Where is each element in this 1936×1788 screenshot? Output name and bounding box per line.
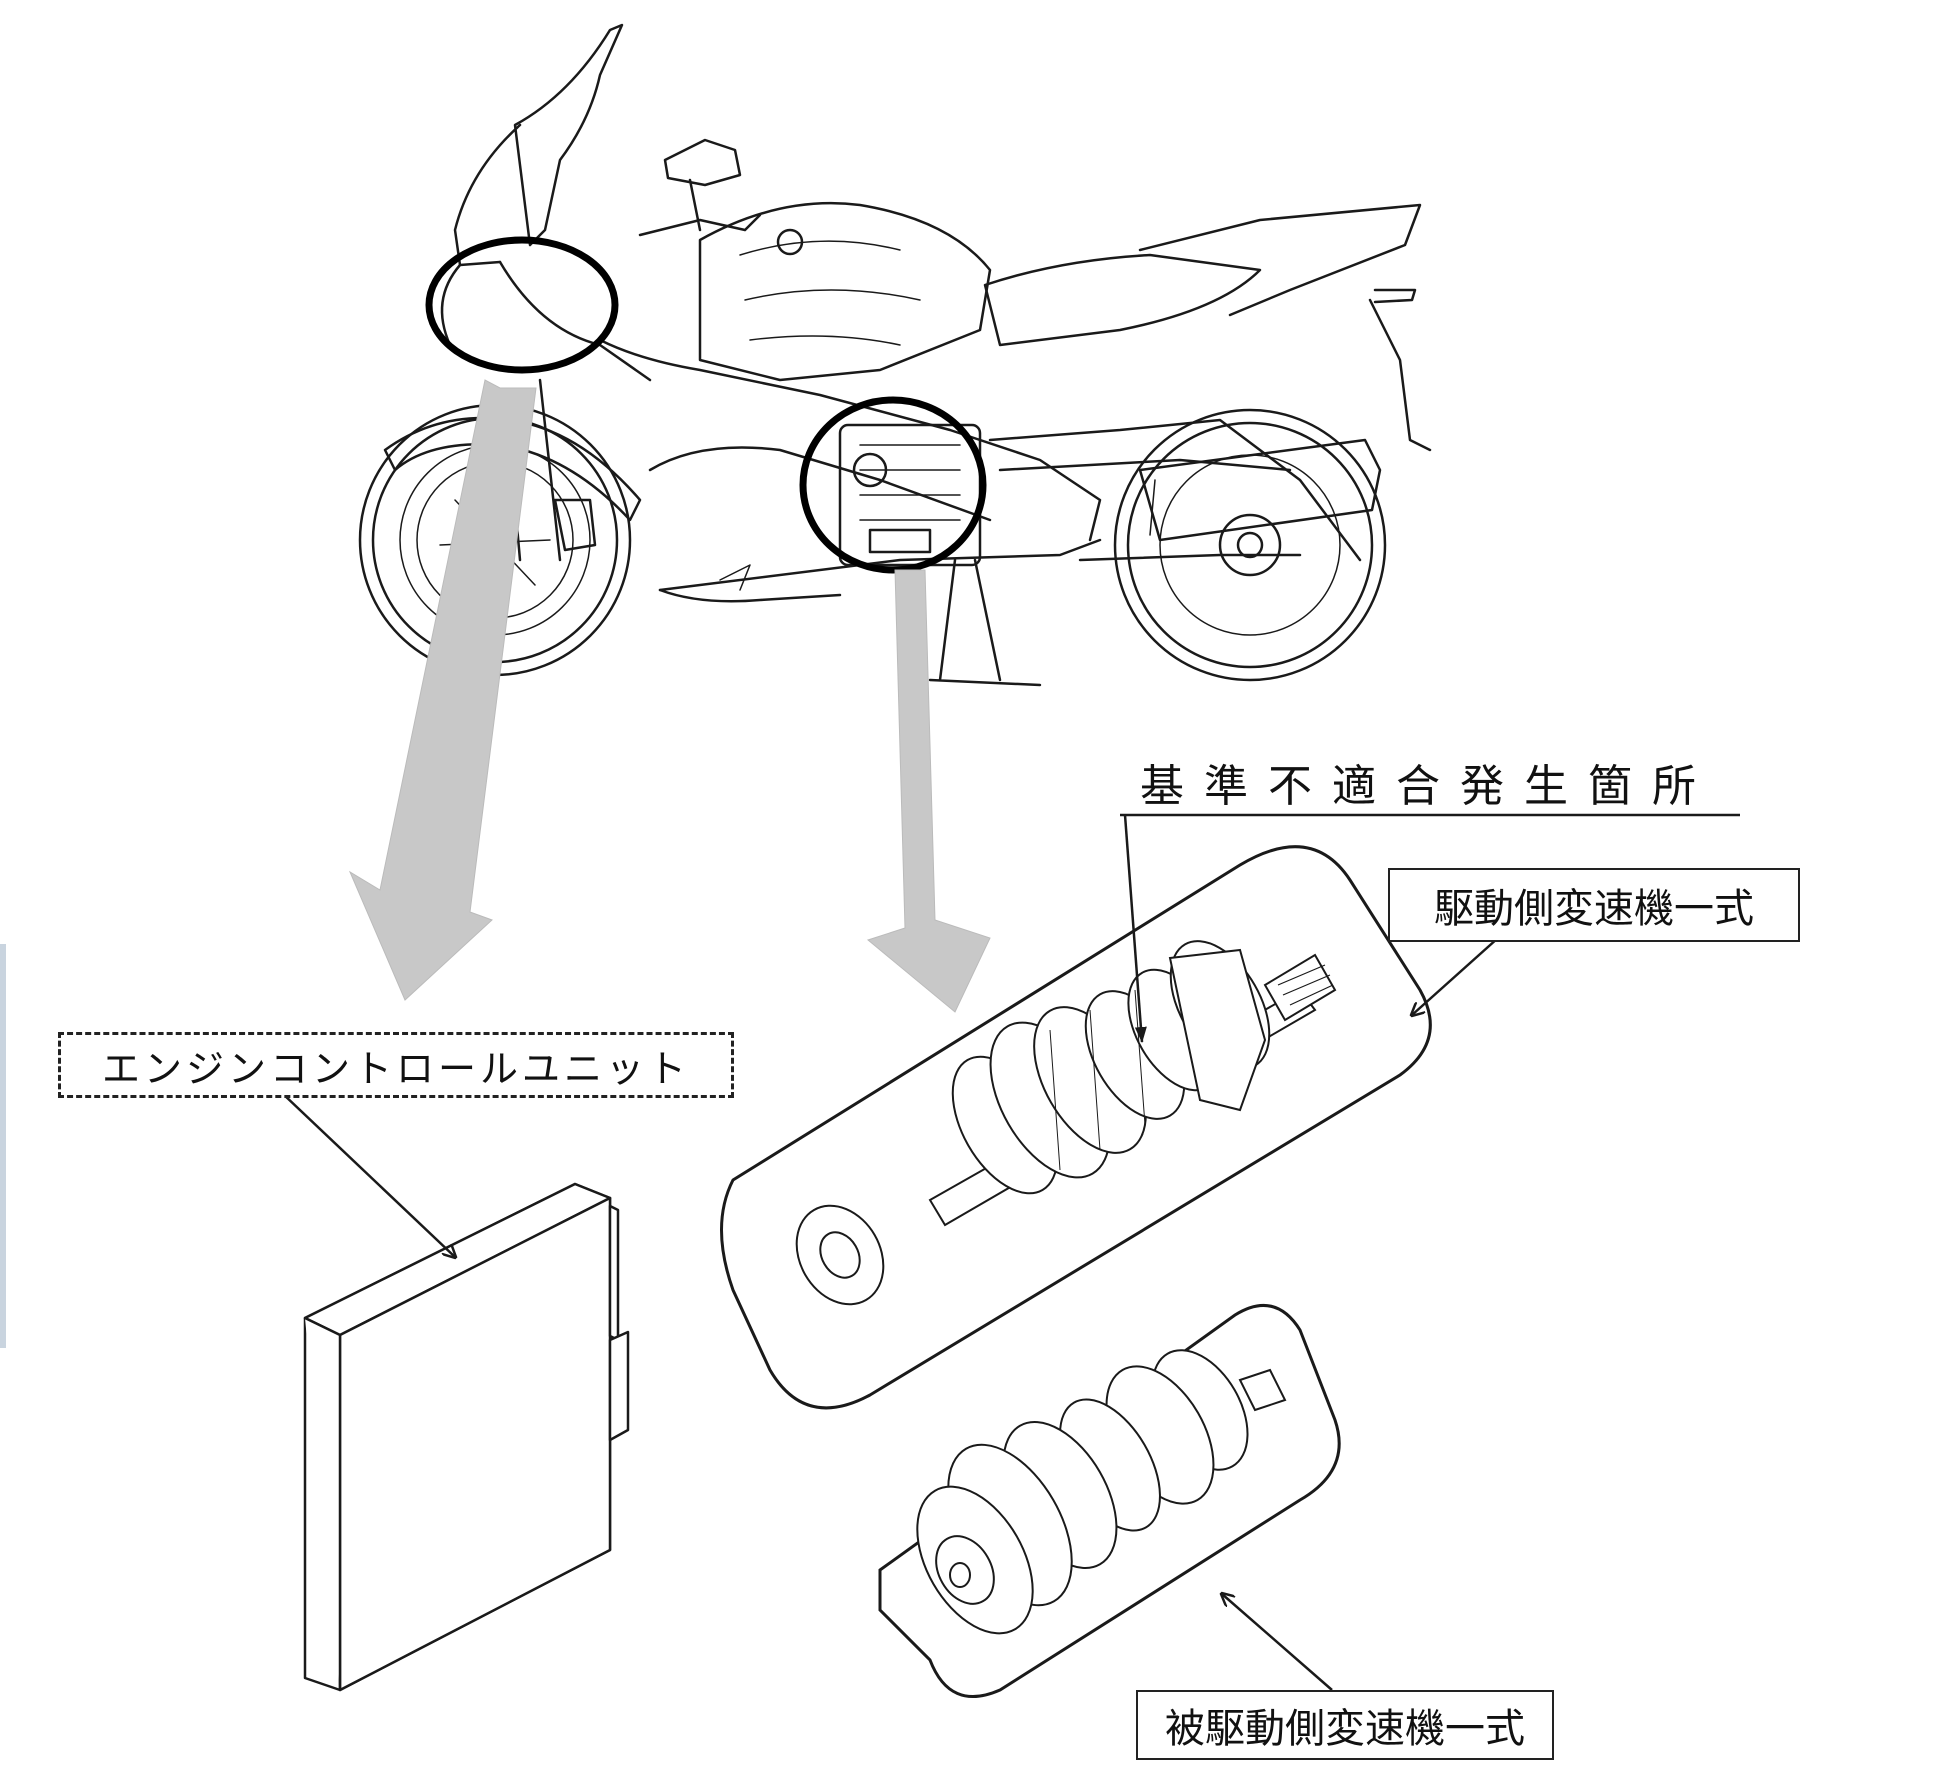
ecu-highlight-circle: [425, 236, 619, 374]
ecu-label: エンジンコントロールユニット: [58, 1032, 734, 1098]
ecu-pointer-arrow: [348, 379, 537, 1001]
transmission-highlight-circle: [799, 396, 987, 574]
page-edge-bar: [0, 944, 6, 1348]
drive-side-transmission-label: 駆動側変速機一式: [1388, 868, 1800, 942]
driven-gear-group: [878, 1303, 1341, 1699]
driven-side-leader-line: [1222, 1594, 1333, 1691]
driven-side-transmission-label: 被駆動側変速機一式: [1136, 1690, 1554, 1760]
drive-gear-icon: [795, 940, 1337, 1306]
defect-leader-line: [1123, 814, 1147, 1043]
ecu-leader-line: [281, 1092, 455, 1257]
drive-gear-group: [720, 845, 1432, 1410]
defect-location-label: 基準不適合発生箇所: [1120, 752, 1770, 812]
transmission-pointer-arrow: [866, 569, 991, 1013]
drive-side-leader-line: [1412, 937, 1499, 1015]
driven-gear-icon: [916, 1349, 1287, 1635]
ecu-icon: [303, 1182, 630, 1692]
